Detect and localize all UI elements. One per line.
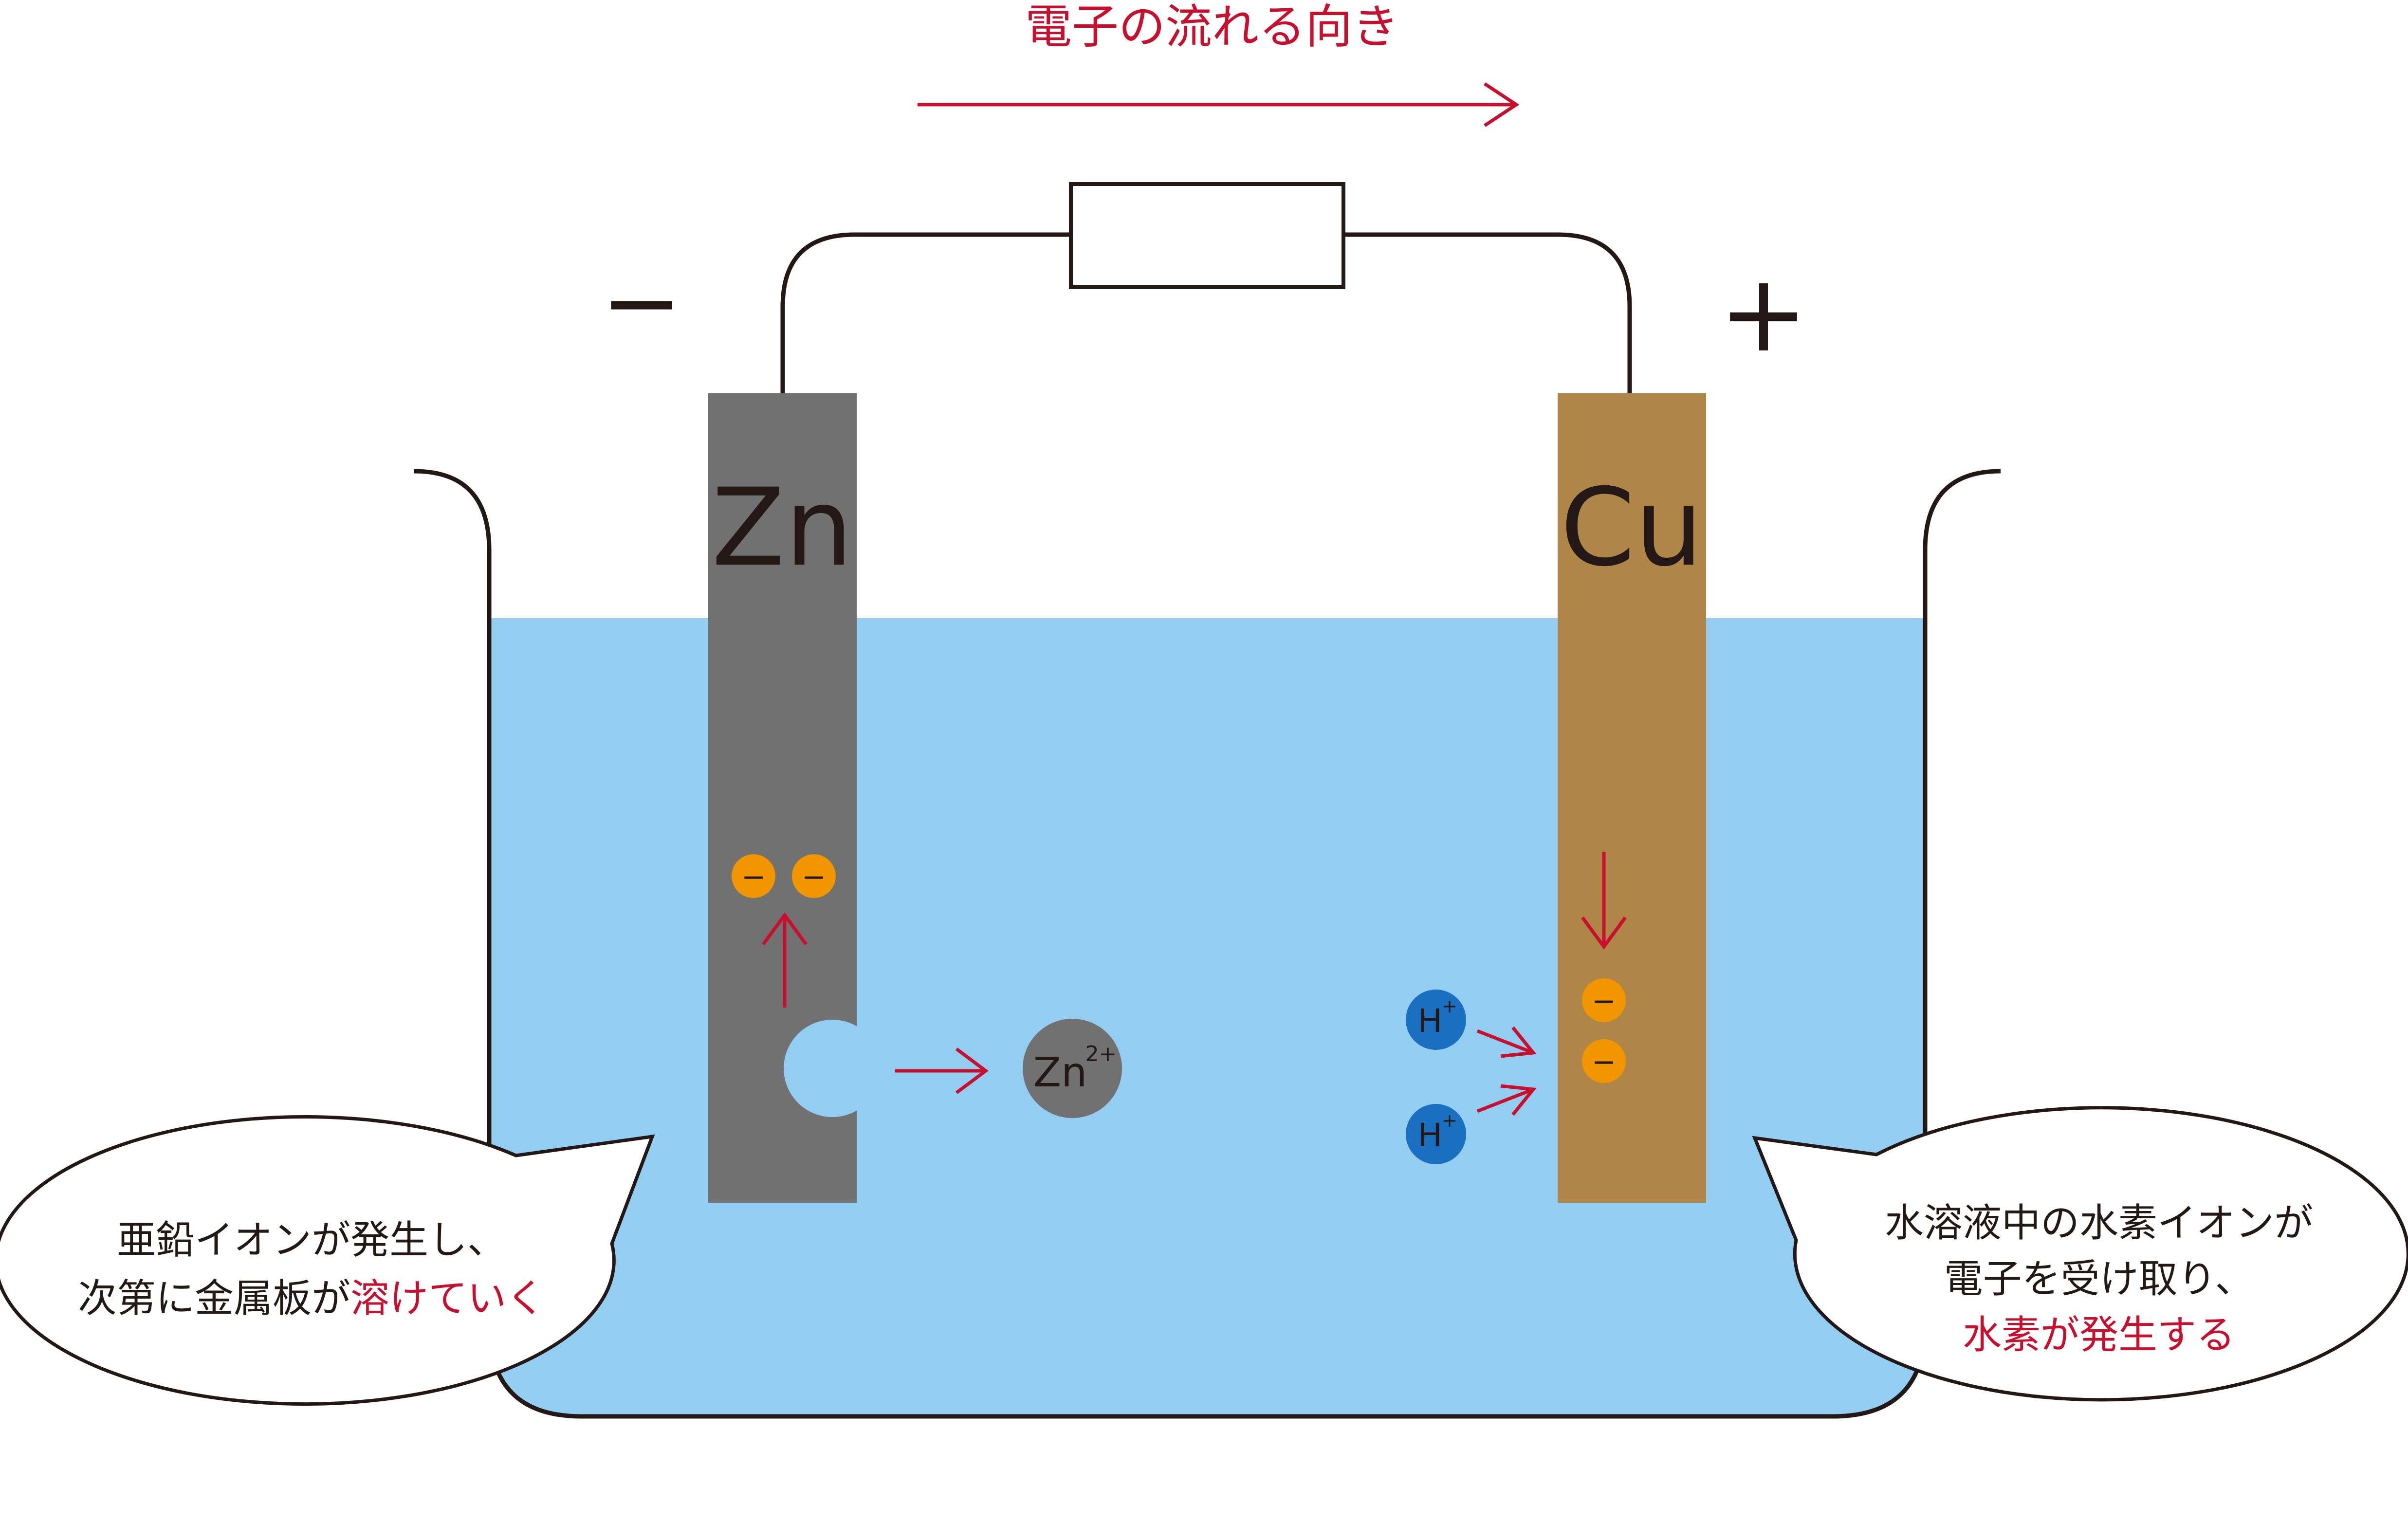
zinc-electrode-label: Zn xyxy=(712,465,853,590)
electron-copper-1 xyxy=(1582,978,1626,1022)
left-speech-bubble xyxy=(0,1115,655,1406)
electron-zinc-1 xyxy=(732,854,775,898)
zinc-ion-release-arrow xyxy=(895,1047,989,1094)
positive-terminal-sign: + xyxy=(1719,251,1808,376)
right-bubble-line1: 水溶液中の水素イオンが xyxy=(1885,1200,2313,1246)
left-bubble-line2-plain: 次第に金属板が xyxy=(78,1276,350,1321)
electron-copper-2-sign: − xyxy=(1592,1045,1616,1079)
zinc-pit xyxy=(784,1020,881,1117)
hydrogen-ion-2-charge: + xyxy=(1442,1110,1457,1131)
zinc-ion-charge: 2+ xyxy=(1085,1042,1117,1066)
right-speech-bubble xyxy=(1752,1106,2408,1402)
electrolyte-solution xyxy=(489,618,1925,1416)
hydrogen-ion-2 xyxy=(1406,1104,1466,1164)
left-bubble-line1: 亜鉛イオンが発生し、 xyxy=(117,1217,506,1263)
electron-copper-2 xyxy=(1582,1039,1626,1083)
copper-electrode xyxy=(1558,393,1706,1203)
hydrogen-ion-1-symbol: H xyxy=(1418,1002,1442,1040)
left-bubble-line2: 次第に金属板が溶けていく xyxy=(78,1276,545,1321)
electron-zinc-2-sign: − xyxy=(802,860,826,894)
electron-zinc-1-sign: − xyxy=(741,860,766,894)
electron-up-arrow xyxy=(762,912,808,1008)
beaker xyxy=(413,469,2001,1419)
electron-flow-title: 電子の流れる向き xyxy=(1025,0,1399,54)
hydrogen-ion-2-symbol: H xyxy=(1418,1117,1442,1154)
hydrogen-ion-arrow-2 xyxy=(1476,1084,1537,1116)
hydrogen-ion-1 xyxy=(1406,990,1466,1050)
zinc-ion xyxy=(1023,1019,1122,1118)
right-bubble-line3: 水素が発生する xyxy=(1963,1312,2235,1358)
electron-zinc-2 xyxy=(792,854,836,898)
external-wire xyxy=(780,232,1632,393)
electron-flow-arrow xyxy=(918,82,1520,127)
electron-copper-1-sign: − xyxy=(1592,984,1616,1018)
hydrogen-ion-1-charge: + xyxy=(1442,995,1457,1017)
electron-down-arrow xyxy=(1581,852,1627,950)
negative-terminal-sign: − xyxy=(601,246,682,359)
resistor xyxy=(1069,182,1345,289)
copper-electrode-label: Cu xyxy=(1560,465,1703,590)
right-bubble-line2: 電子を受け取り、 xyxy=(1944,1256,2254,1302)
left-bubble-line2-highlight: 溶けていく xyxy=(350,1276,545,1321)
hydrogen-ion-arrow-1 xyxy=(1476,1026,1537,1058)
zinc-ion-symbol: Zn xyxy=(1033,1048,1087,1096)
